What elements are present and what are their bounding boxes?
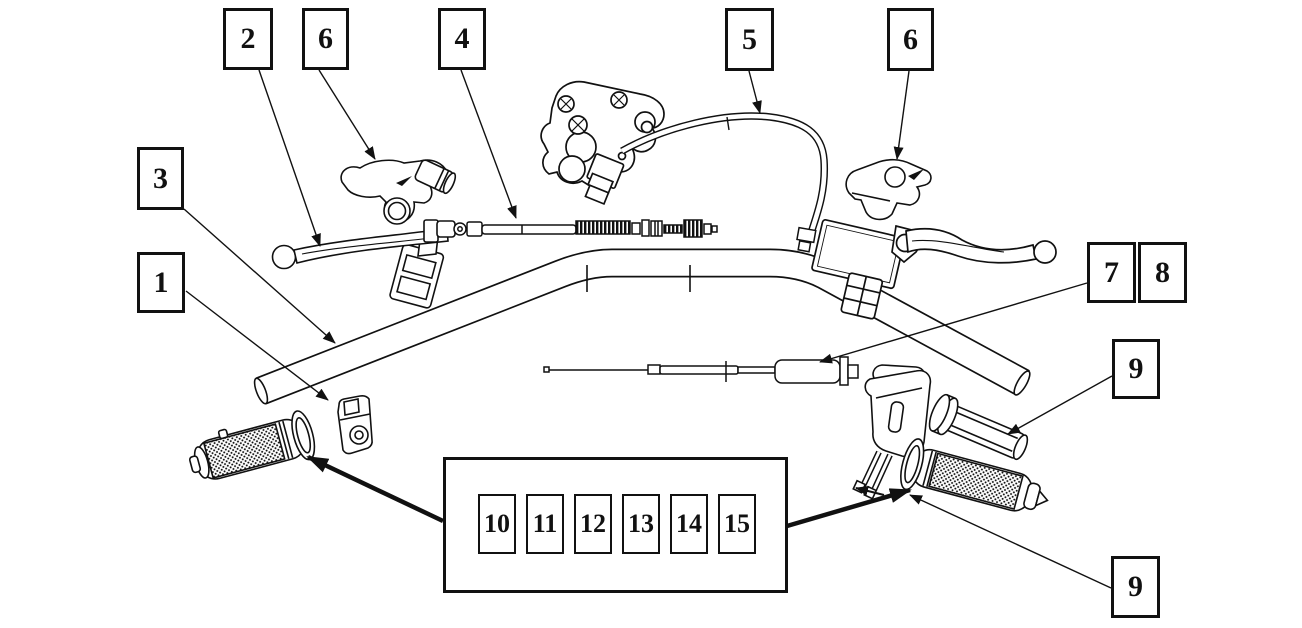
leader-6-right [893, 70, 910, 160]
callout-5-label: 5 [742, 22, 757, 56]
lever-ball-end [271, 244, 297, 270]
callout-14-label: 14 [676, 509, 702, 538]
left-grip [188, 410, 316, 480]
throttle-tube [928, 393, 1029, 461]
callout-2-label: 2 [240, 22, 256, 55]
brake-lever [905, 228, 1038, 264]
leader-7-8 [819, 282, 1088, 364]
leader-2 [258, 69, 321, 247]
callout-6-right: 6 [887, 8, 934, 71]
front-brake-master-bracket [540, 80, 665, 206]
leader-4 [460, 69, 517, 219]
brake-hose [620, 112, 829, 253]
callout-9-upper: 9 [1112, 339, 1160, 399]
group-arrow-left [306, 454, 444, 524]
callout-15: 15 [718, 494, 756, 554]
leader-5 [748, 70, 762, 114]
callout-1: 1 [137, 252, 185, 313]
bar-end-clamp [337, 395, 373, 455]
orientation-arrow-glyph [396, 176, 412, 186]
callout-10: 10 [478, 494, 516, 554]
cable-end-arrow [855, 486, 885, 496]
leader-9-upper [1007, 375, 1113, 435]
clutch-cable [453, 219, 718, 238]
callout-11: 11 [526, 494, 564, 554]
callout-9-upper-label: 9 [1128, 352, 1144, 385]
callout-8: 8 [1138, 242, 1187, 303]
callout-9-lower-label: 9 [1128, 570, 1143, 603]
clutch-perch-clamp [340, 159, 457, 225]
reservoir-block [840, 272, 884, 320]
front-brake-master-cylinder [811, 218, 1057, 320]
right-grip [900, 438, 1049, 512]
hardware-group-box: 10 11 12 13 14 15 [443, 457, 788, 593]
leader-lines [183, 69, 1113, 589]
callout-13-label: 13 [628, 509, 654, 538]
callout-10-label: 10 [484, 509, 510, 538]
lever-ball-end [1033, 240, 1057, 264]
orientation-arrow-glyph [908, 169, 924, 180]
callout-12: 12 [574, 494, 612, 554]
leader-3 [183, 208, 336, 344]
group-arrows [306, 454, 912, 529]
callout-1-label: 1 [153, 265, 169, 299]
callout-13: 13 [622, 494, 660, 554]
callout-5: 5 [725, 8, 774, 71]
callout-15-label: 15 [724, 509, 750, 538]
leader-6-left [318, 69, 376, 160]
clutch-lever [271, 219, 456, 309]
callout-6-left: 6 [302, 8, 349, 70]
callout-3: 3 [137, 147, 184, 210]
brake-lever-clamp [845, 158, 932, 221]
throttle-cable [543, 356, 859, 386]
leader-1 [185, 290, 329, 401]
callout-7-label: 7 [1104, 255, 1119, 289]
throttle-housing [852, 364, 932, 500]
callout-11-label: 11 [532, 509, 558, 538]
leader-9-lower [909, 494, 1112, 589]
callout-4-label: 4 [454, 22, 470, 55]
callout-12-label: 12 [580, 509, 606, 538]
callout-3-label: 3 [153, 161, 168, 195]
callout-8-label: 8 [1155, 255, 1170, 289]
callout-7: 7 [1087, 242, 1136, 303]
callout-6-right-label: 6 [903, 22, 918, 56]
group-arrow-right [786, 487, 912, 529]
callout-14: 14 [670, 494, 708, 554]
callout-6-left-label: 6 [318, 22, 333, 55]
callout-2: 2 [223, 8, 273, 70]
callout-4: 4 [438, 8, 486, 70]
throttle-cable-adjuster [774, 359, 841, 384]
callout-9-lower: 9 [1111, 556, 1160, 618]
